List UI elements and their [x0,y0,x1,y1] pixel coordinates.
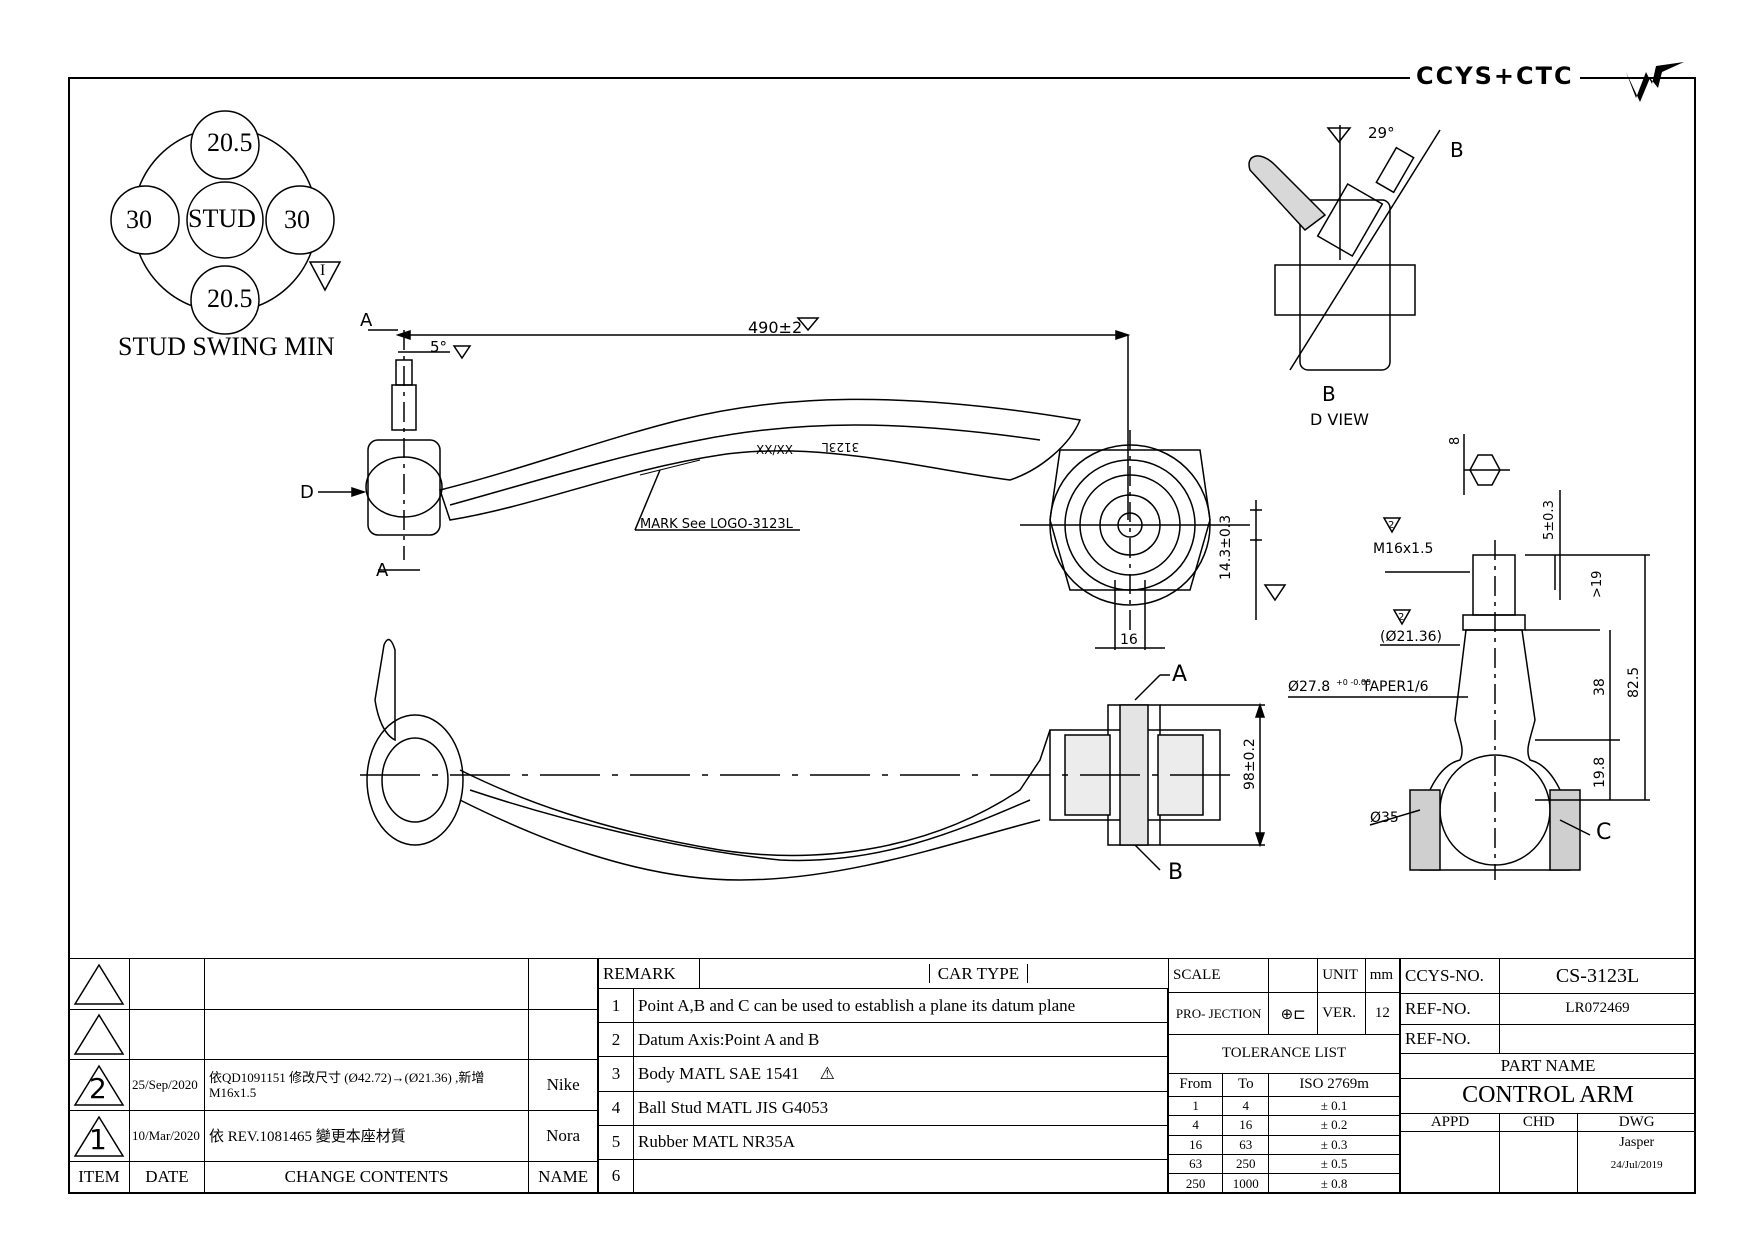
length-dim-text: 490±2 [748,318,803,337]
dim-19: >19 [1590,570,1605,598]
mark-note: MARK See LOGO-3123L [640,517,793,532]
swing-center-label: STUD [188,204,256,233]
d-view [1248,125,1441,371]
company-logo: CCYS+CTC [1410,62,1580,90]
revision-number: 2 [89,1072,107,1106]
header-content: CHANGE CONTENTS [203,1160,530,1195]
revision-triangle-icon [73,1014,125,1056]
header-item: ITEM [68,1160,130,1195]
remark-row: Datum Axis:Point A and B [633,1022,1168,1058]
ref-no: LR072469 [1499,993,1696,1025]
taper-tol: +0 -0.05 [1336,678,1372,687]
d-view-label: D VIEW [1310,410,1369,429]
swing-top-value: 20.5 [207,128,253,157]
angle-dim-text: 5° [430,338,448,356]
remark-row: Ball Stud MATL JIS G4053 [633,1090,1168,1126]
remark-row: Point A,B and C can be used to establish… [633,988,1168,1024]
part-mark-b: 3123L [822,440,860,454]
dim-198: 19.8 [1592,756,1608,788]
label-c: C [1596,820,1612,845]
appd-label: APPD [1400,1112,1500,1133]
part-name: CONTROL ARM [1400,1077,1696,1114]
logo-bird-icon [1626,62,1684,102]
scale-label: SCALE [1167,957,1270,994]
part-mark-a: XX/XX [756,443,793,457]
revision-name: Nora [528,1109,598,1162]
control-arm-top-view [365,330,1250,630]
m16-label: M16x1.5 [1373,541,1434,557]
swing-right-value: 30 [284,205,310,234]
label-b-dview-bottom: B [1322,382,1336,406]
bush-offset-dim: 16 [1120,632,1138,648]
label-b-side: B [1168,860,1184,885]
ccys-label: CCYS-NO. [1400,957,1500,995]
ver-label: VER. [1317,992,1366,1035]
part-info-table: CCYS-NO. CS-3123L REF-NO. LR072469 REF-N… [1400,957,1696,1194]
taper-dia: Ø27.8 [1288,679,1331,695]
stud-swing-label: STUD SWING MIN [118,332,335,361]
label-a-side: A [1172,662,1188,687]
chd-label: CHD [1498,1112,1579,1133]
swing-flag: I [320,262,326,279]
warning-icon: ⚠ [819,1063,835,1084]
part-name-label: PART NAME [1400,1052,1696,1079]
rev2-mark-mid: 2 [1398,612,1405,623]
scale-value [1268,957,1319,994]
ref-no-2 [1499,1023,1696,1054]
projection-symbol-icon: ⊕⊏ [1268,992,1319,1035]
revision-triangle-icon [73,1115,125,1157]
revision-table: 2 25/Sep/2020 依QD1091151 修改尺寸 (Ø42.72)→(… [68,958,598,1195]
dim-825: 82.5 [1626,666,1642,698]
tolerance-title: TOLERANCE LIST [1168,1033,1400,1074]
revision-name: Nike [528,1059,598,1111]
drawing-date: 24/Jul/2019 [1610,1159,1663,1172]
remark-label: REMARK [598,957,700,990]
hex-dim: 8 [1448,436,1463,445]
remark-row: Rubber MATL NR35A [633,1124,1168,1160]
dim-38: 38 [1592,678,1608,696]
car-type-label: CAR TYPE [928,963,1029,983]
angle-29: 29° [1368,124,1395,142]
label-d: D [300,482,314,503]
revision-date: 25/Sep/2020 [129,1059,205,1111]
label-a-top: A [360,310,373,331]
revision-content: 依 REV.1081465 變更本座材質 [203,1109,530,1162]
stud-swing-diagram [110,110,342,335]
unit-label: UNIT [1317,957,1366,994]
dia35: Ø35 [1370,810,1399,826]
bush-dia-dim: 98±0.2 [1242,738,1258,790]
ref-label: REF-NO. [1400,993,1500,1025]
length-dimension [395,317,1131,520]
projection-label: PRO- JECTION [1167,992,1270,1035]
taper-note: TAPER1/6 [1362,679,1429,695]
revision-content: 依QD1091151 修改尺寸 (Ø42.72)→(Ø21.36) ,新增M16… [203,1059,530,1111]
dia-2136: (Ø21.36) [1380,629,1443,645]
remark-row: Body MATL SAE 1541 [638,1063,800,1083]
revision-triangle-icon [73,963,125,1005]
remark-row [633,1158,1168,1195]
revision-triangle-icon [73,1064,125,1106]
offset-dim: 14.3±0.3 [1218,514,1234,580]
swing-bottom-value: 20.5 [207,284,253,313]
header-date: DATE [129,1160,205,1195]
ccys-no: CS-3123L [1499,957,1696,995]
dim-5: 5±0.3 [1542,500,1557,540]
drawer-name: Jasper [1619,1135,1655,1151]
rev2-mark-top: 2 [1388,520,1395,531]
header-name: NAME [528,1160,598,1195]
swing-left-value: 30 [126,205,152,234]
unit-value: mm [1364,957,1401,994]
control-arm-side-view [360,638,1240,881]
ver-value: 12 [1364,992,1401,1035]
revision-date: 10/Mar/2020 [129,1109,205,1162]
dwg-label: DWG [1577,1112,1696,1133]
label-b-dview-top: B [1450,138,1464,162]
ref-label-2: REF-NO. [1400,1023,1500,1054]
scale-tolerance-table: SCALE UNIT mm PRO- JECTION ⊕⊏ VER. 12 TO… [1167,957,1401,1194]
revision-number: 1 [89,1122,107,1156]
label-a-bottom: A [376,560,389,581]
